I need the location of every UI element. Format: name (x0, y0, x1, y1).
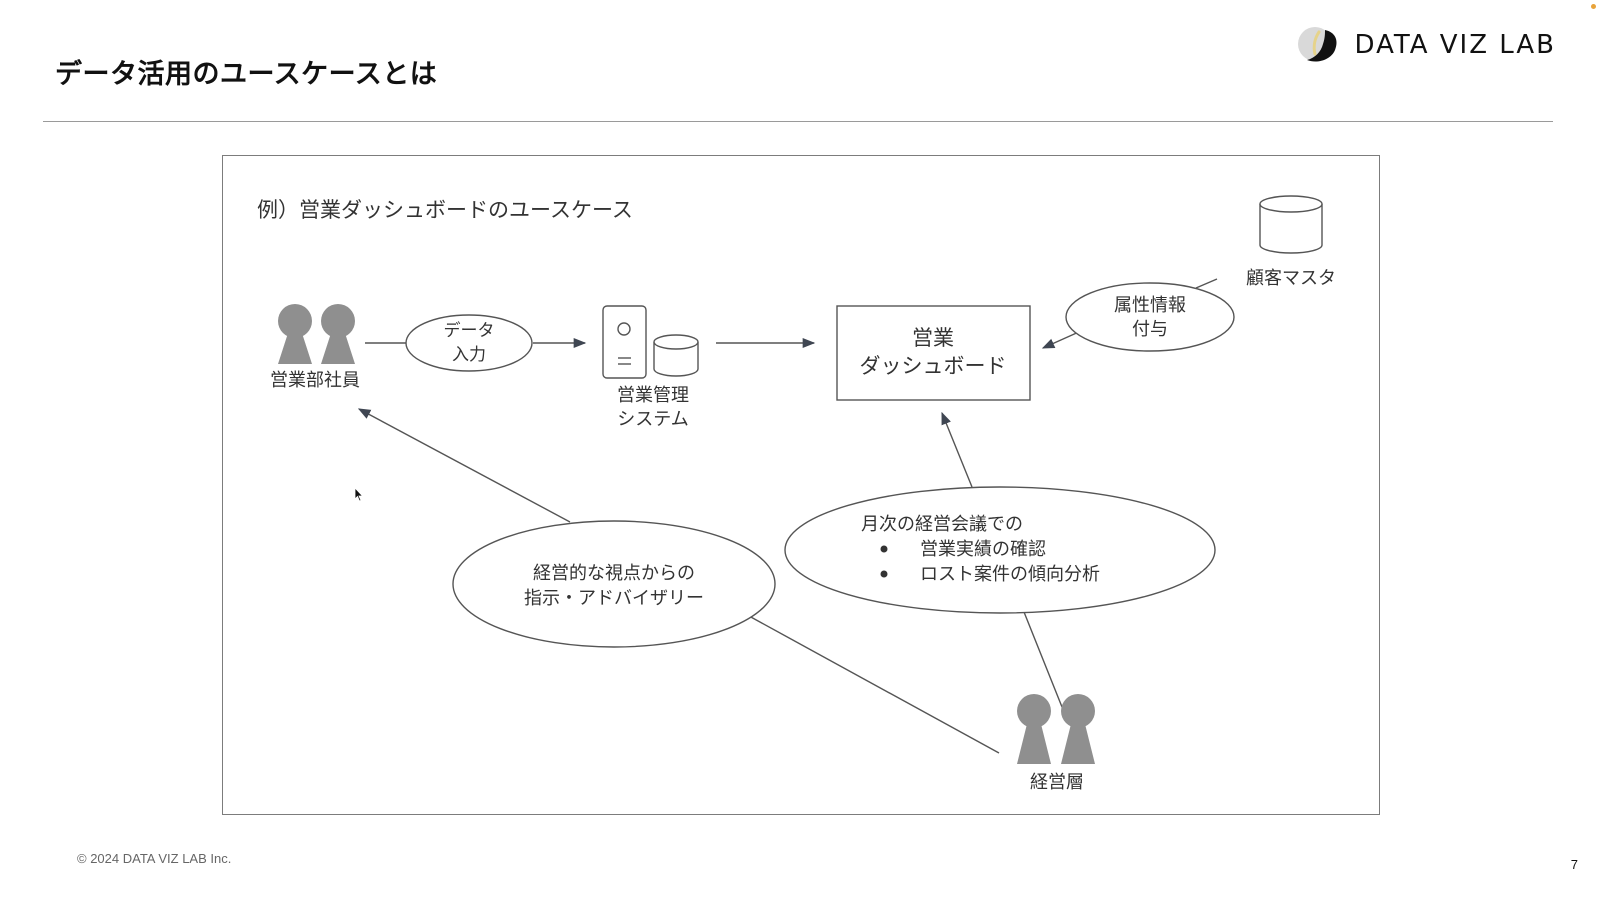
dashboard-label-line2: ダッシュボード (860, 354, 1007, 378)
diagram-frame: 例）営業ダッシュボードのユースケース (222, 155, 1380, 815)
advisory-node: 経営的な視点からの 指示・アドバイザリー (452, 520, 776, 648)
data-input-node: データ 入力 (405, 314, 533, 372)
logo: DATA VIZ LAB (1295, 24, 1556, 66)
database-icon (653, 334, 699, 377)
meeting-bullet-1: 営業実績の確認 (920, 539, 1046, 560)
page-number: 7 (1570, 857, 1578, 872)
meeting-node: 月次の経営会議での 営業実績の確認 ロスト案件の傾向分析 (784, 486, 1216, 614)
dashboard-label-line1: 営業 (912, 326, 954, 350)
logo-text: DATA VIZ LAB (1354, 30, 1556, 60)
connectors (357, 278, 1218, 754)
customer-master-node: 顧客マスタ (1246, 195, 1336, 289)
attribute-info-label-line2: 付与 (1132, 319, 1168, 340)
sales-system-node: 営業管理 システム (602, 305, 699, 430)
database-icon (1259, 195, 1323, 254)
use-case-diagram: 例）営業ダッシュボードのユースケース (257, 195, 1336, 793)
sales-system-label-line2: システム (617, 409, 688, 430)
arrow-attribute-to-dashboard (1041, 330, 1082, 349)
attribute-info-label-line1: 属性情報 (1114, 295, 1186, 316)
data-input-label-line2: 入力 (452, 345, 486, 365)
arrow-advisory-to-staff (357, 408, 571, 523)
dashboard-node: 営業 ダッシュボード (836, 305, 1031, 401)
people-icon (1017, 694, 1095, 764)
copyright: © 2024 DATA VIZ LAB Inc. (77, 851, 232, 866)
management-node: 経営層 (1017, 694, 1095, 793)
logo-mark-icon (1297, 27, 1337, 62)
sales-system-label-line1: 営業管理 (617, 385, 689, 406)
title-divider (43, 121, 1553, 122)
diagram-heading: 例）営業ダッシュボードのユースケース (257, 198, 633, 222)
meeting-title: 月次の経営会議での (861, 514, 1023, 535)
people-icon (278, 304, 355, 364)
bullet-dot (880, 570, 888, 578)
data-input-label-line1: データ (444, 320, 495, 341)
meeting-bullet-2: ロスト案件の傾向分析 (920, 564, 1100, 585)
customer-master-label: 顧客マスタ (1246, 268, 1336, 289)
server-icon (602, 305, 647, 379)
advisory-label-line2: 指示・アドバイザリー (524, 588, 704, 609)
connector-master-to-attribute (1195, 278, 1218, 289)
corner-indicator-dot (1591, 4, 1596, 9)
sales-staff-node: 営業部社員 (270, 304, 360, 391)
advisory-label-line1: 経営的な視点からの (533, 563, 695, 584)
bullet-dot (880, 545, 888, 553)
slide-title: データ活用のユースケースとは (55, 59, 438, 90)
mouse-cursor-icon (354, 487, 364, 502)
sales-staff-label: 営業部社員 (270, 370, 360, 391)
connector-management-to-meeting (1023, 611, 1063, 708)
connector-management-to-advisory (748, 615, 1000, 754)
arrow-meeting-to-dashboard (941, 411, 973, 488)
management-label: 経営層 (1030, 772, 1084, 793)
attribute-info-node: 属性情報 付与 (1065, 282, 1235, 352)
